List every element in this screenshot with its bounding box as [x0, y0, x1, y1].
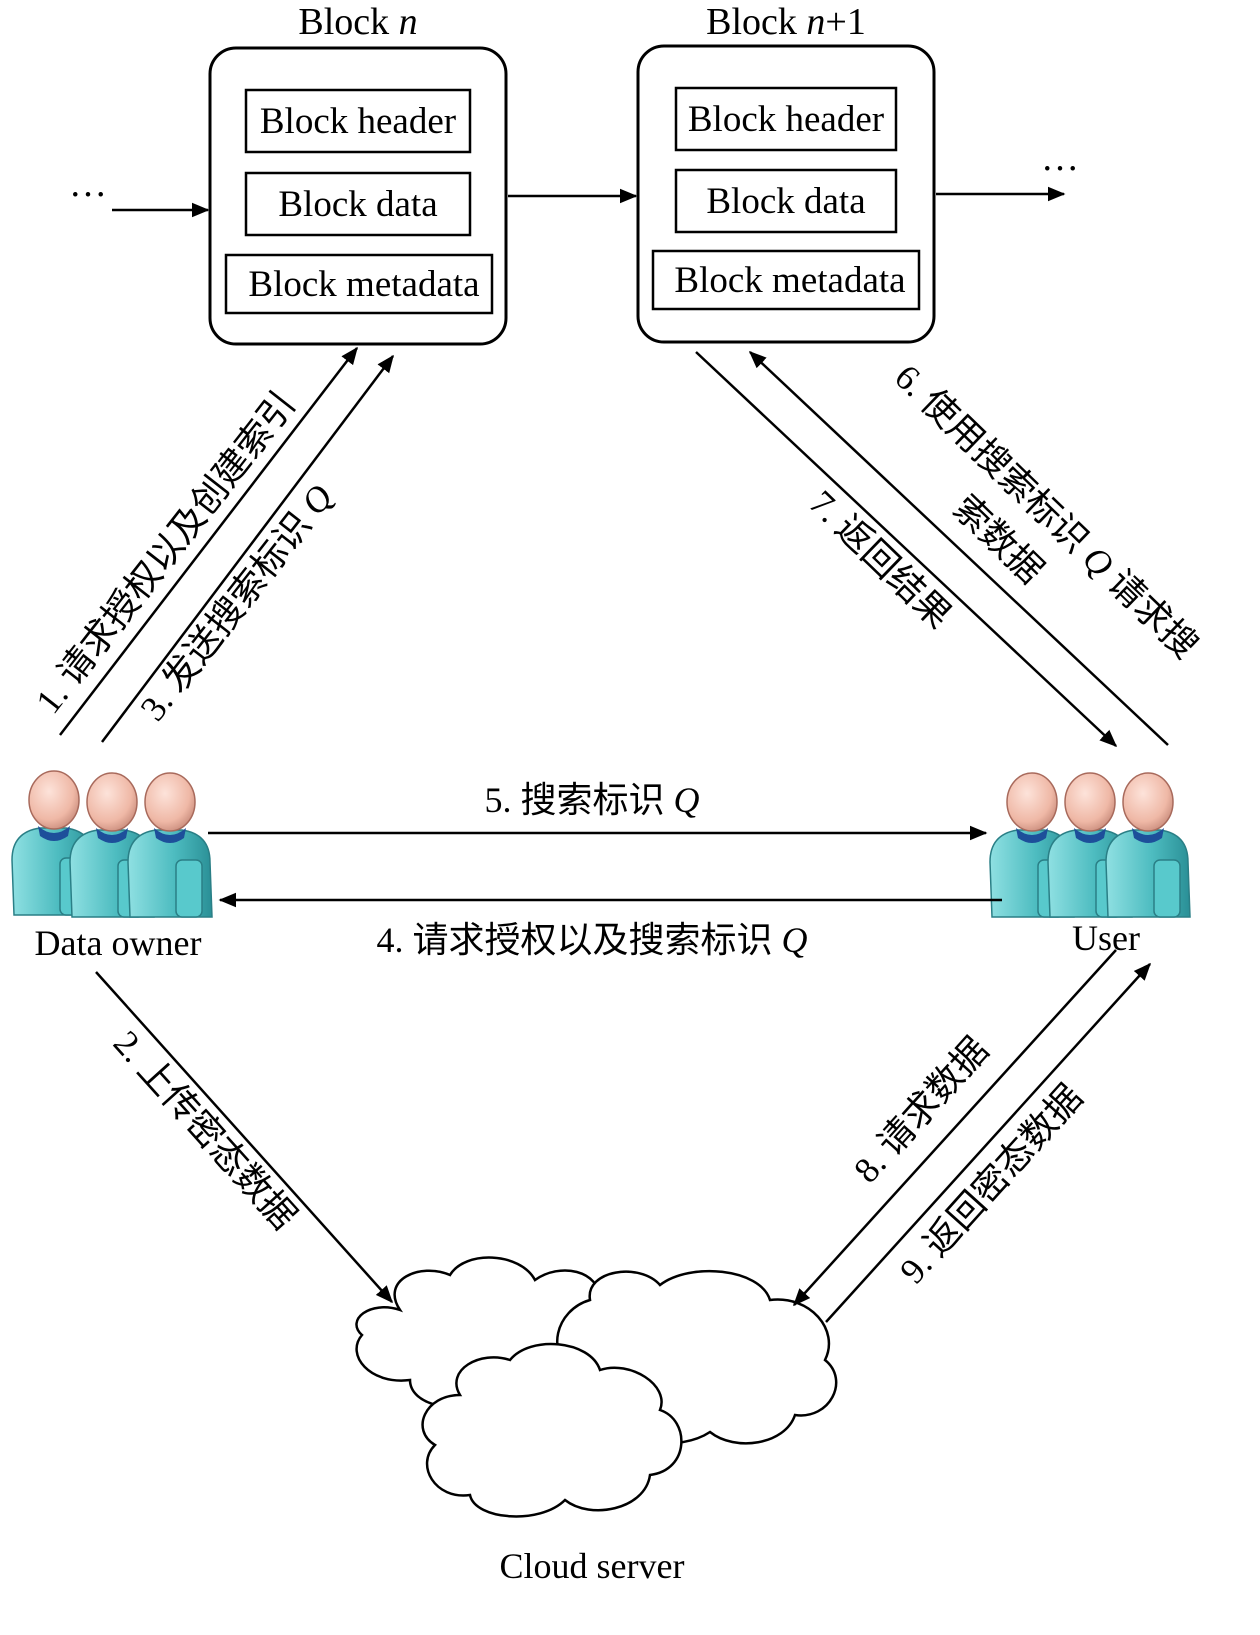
block-n-data-label: Block data	[278, 184, 437, 225]
arrow-step-1	[59, 346, 358, 736]
step-5-label: 5. 搜索标识 Q	[484, 780, 699, 820]
arrow-step-7	[695, 351, 1118, 747]
step-7-label: 7. 返回结果	[802, 482, 959, 636]
block-n-header-box	[244, 88, 472, 154]
block-n-metadata-box	[224, 253, 494, 315]
data-owner-icon	[11, 770, 213, 918]
user-icon	[989, 772, 1191, 918]
step-4-label: 4. 请求授权以及搜索标识 Q	[376, 920, 807, 960]
block-n-plus-1-header-label: Block header	[688, 99, 884, 140]
cloud-server-icon	[355, 1256, 838, 1518]
arrow-step-9	[825, 962, 1151, 1323]
arrow-step-8	[793, 949, 1117, 1307]
arrow-step-3	[101, 354, 394, 743]
block-n: Block n Block header Block data Block me…	[208, 1, 508, 346]
ellipsis-left: …	[69, 163, 107, 205]
ellipsis-right: …	[1041, 137, 1079, 179]
data-owner-label: Data owner	[35, 923, 202, 963]
block-n-plus-1-data-label: Block data	[706, 181, 865, 222]
block-n-data-box	[244, 171, 472, 237]
step-3-label: 3. 发送搜索标识 Q	[132, 477, 340, 728]
block-n-plus-1-title: Block n+1	[706, 1, 866, 43]
block-n-plus-1-metadata-box	[651, 249, 921, 311]
block-n-plus-1: Block n+1 Block header Block data Block …	[636, 1, 936, 344]
block-n-plus-1-metadata-label: Block metadata	[674, 260, 905, 301]
block-n-metadata-label: Block metadata	[248, 264, 479, 305]
step-2-label: 2. 上传密态数据	[106, 1023, 304, 1237]
arrow-step-2	[95, 971, 393, 1304]
cloud-server-label: Cloud server	[500, 1546, 685, 1586]
block-n-header-label: Block header	[260, 101, 456, 142]
block-n-title: Block n	[298, 1, 417, 43]
block-n-plus-1-header-box	[674, 86, 898, 152]
arrow-step-6	[748, 351, 1169, 746]
user-label: User	[1072, 918, 1140, 958]
block-n-plus-1-data-box	[674, 168, 898, 234]
